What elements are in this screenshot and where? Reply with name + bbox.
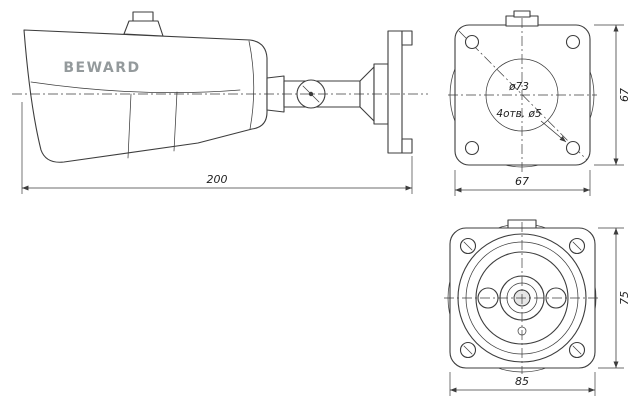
rear-width-value: 67 [515, 175, 529, 188]
body-seam-1 [127, 93, 132, 159]
bolt-circle-73 [485, 58, 559, 132]
rear-gland-cap [513, 10, 531, 18]
screw-slot [572, 345, 582, 355]
wall-flange [387, 30, 403, 154]
bracket-adapter [266, 75, 285, 113]
hood-rim-line [30, 81, 241, 94]
cable-gland-base [123, 20, 164, 37]
flange-foot-bottom [401, 138, 413, 154]
cable-gland-cap [132, 11, 154, 22]
screw-slot [463, 241, 473, 251]
front-width-value: 85 [515, 375, 529, 388]
rear-view-width-dimension: 67 [454, 170, 591, 196]
screw-slot [463, 345, 473, 355]
flange-foot-top [401, 30, 413, 46]
length-dimension-value: 200 [207, 173, 228, 186]
knuckle-center-dot [308, 91, 314, 97]
screw-slot [572, 241, 582, 251]
side-view-length-dimension: 200 [21, 102, 413, 194]
front-view-width-dimension: 85 [449, 372, 596, 396]
body-seam-2 [173, 91, 178, 152]
front-view-height-dimension: 75 [598, 227, 631, 369]
mount-holes-label: 4отв. ø5 [496, 108, 542, 120]
mount-holes-leader [540, 120, 567, 143]
rear-view: ø73 4отв. ø5 [448, 10, 597, 172]
front-height-value: 75 [618, 291, 631, 305]
brand-logo: BEWARD [63, 60, 140, 76]
mount-hole [565, 140, 581, 156]
rear-cap-seam [248, 40, 255, 130]
side-view: BEWARD [12, 11, 428, 163]
mount-hole [464, 34, 480, 50]
circle-diameter-label: ø73 [508, 81, 529, 93]
mount-hole [565, 34, 581, 50]
rear-view-height-dimension: 67 [594, 24, 631, 166]
front-view [444, 219, 600, 374]
rear-height-value: 67 [618, 88, 631, 102]
camera-body-outline [23, 29, 268, 163]
mount-hole [464, 140, 480, 156]
